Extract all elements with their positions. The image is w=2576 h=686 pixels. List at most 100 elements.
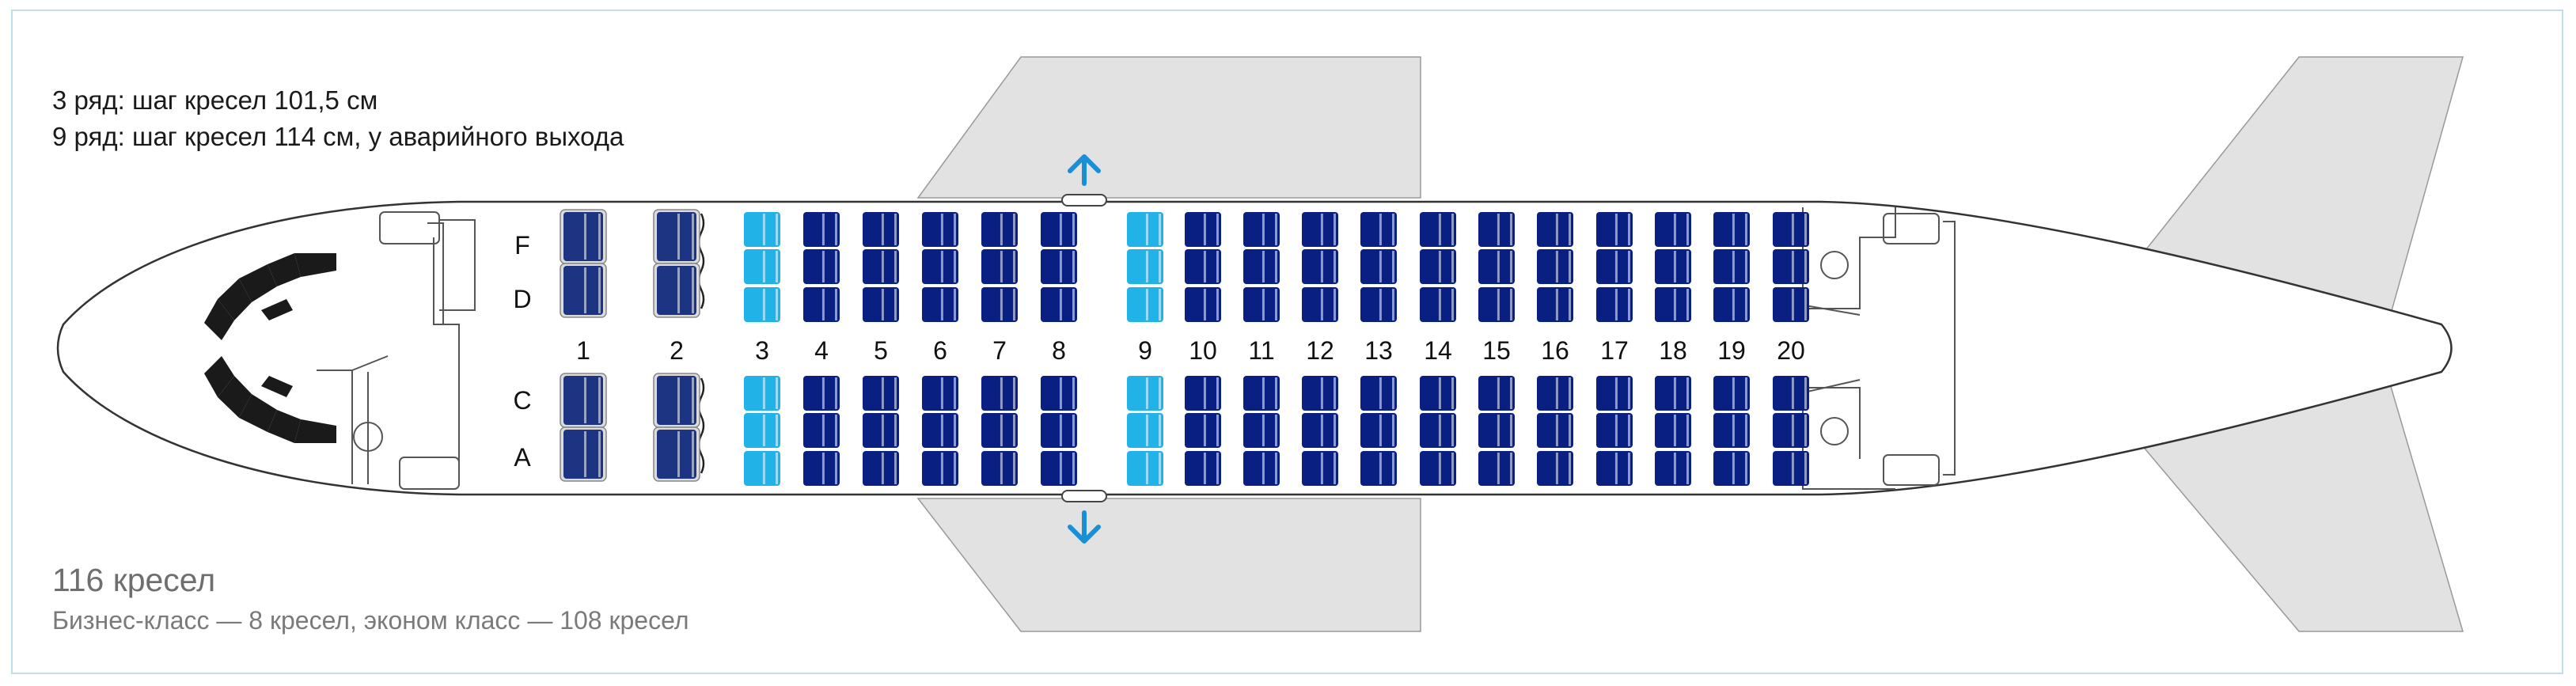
seat[interactable] [1773,451,1809,486]
seat[interactable] [1596,376,1633,411]
seat[interactable] [1655,451,1691,486]
seat[interactable] [744,451,780,486]
seat[interactable] [1655,249,1691,284]
seat[interactable] [653,263,700,318]
seat[interactable] [1243,249,1280,284]
seat[interactable] [863,413,899,448]
seat[interactable] [1360,212,1397,247]
seat[interactable] [1185,287,1221,322]
seat[interactable] [1537,212,1573,247]
seat[interactable] [981,376,1018,411]
seat[interactable] [803,287,840,322]
seat[interactable] [1478,212,1515,247]
seat[interactable] [981,249,1018,284]
seat[interactable] [560,373,607,428]
seat[interactable] [560,426,607,482]
seat[interactable] [560,209,607,264]
seat[interactable] [1713,413,1750,448]
seat[interactable] [1127,212,1163,247]
seat[interactable] [981,212,1018,247]
seat[interactable] [1713,249,1750,284]
seat[interactable] [1185,212,1221,247]
seat[interactable] [863,376,899,411]
seat[interactable] [1127,287,1163,322]
seat[interactable] [981,413,1018,448]
seat[interactable] [1302,376,1338,411]
seat[interactable] [1127,451,1163,486]
seat[interactable] [1185,249,1221,284]
seat[interactable] [1243,413,1280,448]
seat[interactable] [1655,413,1691,448]
seat[interactable] [1243,212,1280,247]
seat[interactable] [922,451,958,486]
seat[interactable] [1360,413,1397,448]
seat[interactable] [1478,287,1515,322]
seat[interactable] [922,249,958,284]
seat[interactable] [1041,249,1077,284]
seat[interactable] [1537,287,1573,322]
seat[interactable] [1713,451,1750,486]
seat[interactable] [1596,451,1633,486]
seat[interactable] [803,451,840,486]
seat[interactable] [1655,287,1691,322]
seat[interactable] [744,376,780,411]
seat[interactable] [653,209,700,264]
seat[interactable] [1596,413,1633,448]
seat[interactable] [1537,249,1573,284]
seat[interactable] [863,212,899,247]
seat[interactable] [981,451,1018,486]
seat[interactable] [1127,376,1163,411]
seat[interactable] [803,413,840,448]
seat[interactable] [1478,451,1515,486]
seat[interactable] [1041,212,1077,247]
seat[interactable] [1773,376,1809,411]
seat[interactable] [1420,287,1456,322]
seat[interactable] [1537,451,1573,486]
seat[interactable] [744,212,780,247]
seat[interactable] [1185,413,1221,448]
seat[interactable] [803,249,840,284]
seat[interactable] [1127,413,1163,448]
seat[interactable] [1713,287,1750,322]
seat[interactable] [1773,212,1809,247]
seat[interactable] [1773,249,1809,284]
seat[interactable] [1243,287,1280,322]
seat[interactable] [803,376,840,411]
seat[interactable] [803,212,840,247]
seat[interactable] [560,263,607,318]
seat[interactable] [1713,212,1750,247]
seat[interactable] [1773,287,1809,322]
seat[interactable] [1420,376,1456,411]
seat[interactable] [1041,451,1077,486]
seat[interactable] [1360,376,1397,411]
seat[interactable] [1360,249,1397,284]
seat[interactable] [1478,413,1515,448]
seat[interactable] [1420,413,1456,448]
seat[interactable] [744,287,780,322]
seat[interactable] [1596,249,1633,284]
seat[interactable] [1041,287,1077,322]
seat[interactable] [744,413,780,448]
seat[interactable] [922,413,958,448]
seat[interactable] [1185,451,1221,486]
seat[interactable] [1302,212,1338,247]
seat[interactable] [1360,451,1397,486]
seat[interactable] [922,287,958,322]
seat[interactable] [1478,376,1515,411]
seat[interactable] [1420,249,1456,284]
seat[interactable] [1537,376,1573,411]
seat[interactable] [1537,413,1573,448]
seat[interactable] [744,249,780,284]
seat[interactable] [1596,212,1633,247]
seat[interactable] [1302,249,1338,284]
seat[interactable] [922,376,958,411]
seat[interactable] [1302,287,1338,322]
seat[interactable] [863,451,899,486]
seat[interactable] [863,249,899,284]
seat[interactable] [863,287,899,322]
seat[interactable] [1185,376,1221,411]
seat[interactable] [1360,287,1397,322]
seat[interactable] [1302,451,1338,486]
seat[interactable] [1041,413,1077,448]
seat[interactable] [1596,287,1633,322]
